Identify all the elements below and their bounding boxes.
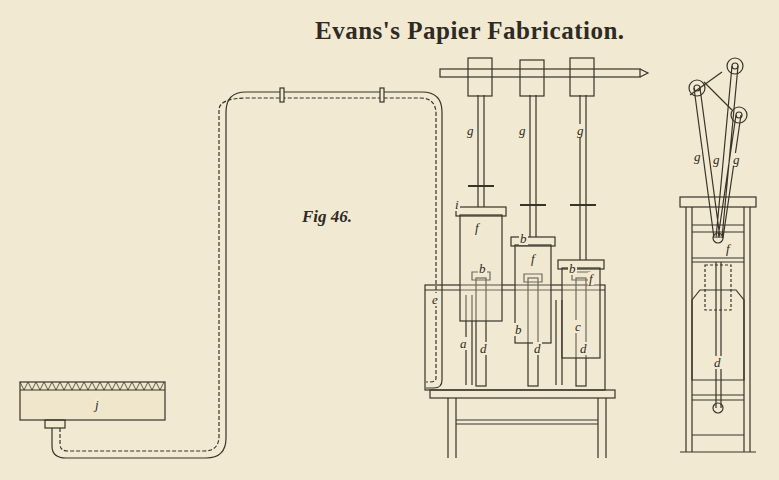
part-letter: b [514, 323, 523, 336]
part-letter: b [568, 262, 577, 275]
part-letter: g [693, 150, 702, 163]
part-letter: b [519, 232, 528, 245]
part-letter: g [466, 124, 475, 137]
part-letter: d [479, 342, 488, 355]
diagram-title: Evans's Papier Fabrication. [315, 18, 625, 43]
part-letter: d [579, 342, 588, 355]
part-letter: f [474, 221, 480, 234]
part-letter: g [732, 153, 741, 166]
part-letter: b [478, 262, 487, 275]
part-letter: d [713, 356, 722, 369]
part-letter: c [574, 320, 582, 333]
part-letter: d [533, 342, 542, 355]
part-letter: g [518, 124, 527, 137]
part-letter: a [459, 337, 468, 350]
part-letter: j [94, 398, 100, 411]
part-letter: f [725, 242, 731, 255]
part-letter: e [431, 293, 439, 306]
figure-number: Fig 46. [302, 208, 352, 225]
part-letter: g [576, 124, 585, 137]
part-letter: i [454, 198, 460, 211]
part-letter: g [712, 153, 721, 166]
part-letter: f [588, 272, 594, 285]
part-letter: f [530, 252, 536, 265]
